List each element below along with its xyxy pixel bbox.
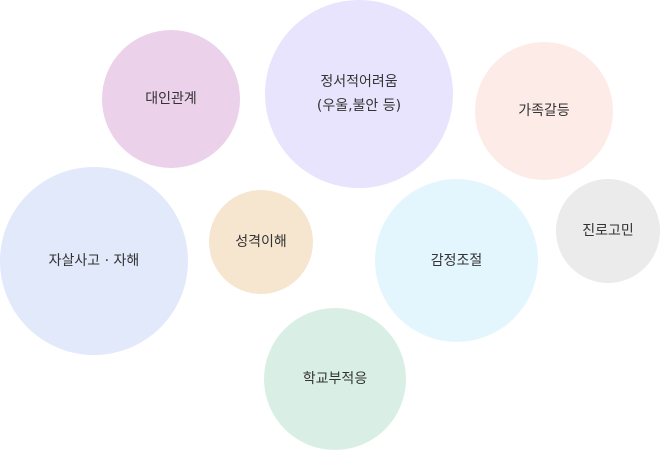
bubble-school-maladjustment[interactable]: 학교부적응 — [264, 308, 406, 450]
bubble-label-interpersonal: 대인관계 — [145, 91, 197, 107]
bubble-family-conflict[interactable]: 가족갈등 — [475, 42, 613, 180]
bubble-interpersonal[interactable]: 대인관계 — [102, 30, 240, 168]
bubble-label-career-concerns: 진로고민 — [582, 223, 634, 239]
bubble-suicidal-thoughts-self-harm[interactable]: 자살사고 · 자해 — [0, 167, 188, 355]
bubble-label-emotion-regulation: 감정조절 — [430, 252, 483, 269]
bubble-label-emotional-difficulty: 정서적어려움 (우울,불안 등) — [317, 70, 401, 118]
bubble-label-school-maladjustment: 학교부적응 — [302, 371, 368, 387]
bubble-career-concerns[interactable]: 진로고민 — [556, 179, 660, 283]
bubble-emotion-regulation[interactable]: 감정조절 — [375, 179, 538, 342]
bubble-label-emotional-line1: 정서적어려움 — [320, 74, 398, 90]
bubble-label-personality-understanding: 성격이해 — [235, 234, 287, 250]
bubble-personality-understanding[interactable]: 성격이해 — [209, 190, 313, 294]
bubble-label-emotional-line2: (우울,불안 등) — [316, 98, 402, 114]
bubble-emotional-difficulty[interactable]: 정서적어려움 (우울,불안 등) — [265, 0, 453, 188]
bubble-label-suicidal-thoughts-self-harm: 자살사고 · 자해 — [48, 253, 140, 269]
bubble-label-family-conflict: 가족갈등 — [518, 103, 570, 119]
